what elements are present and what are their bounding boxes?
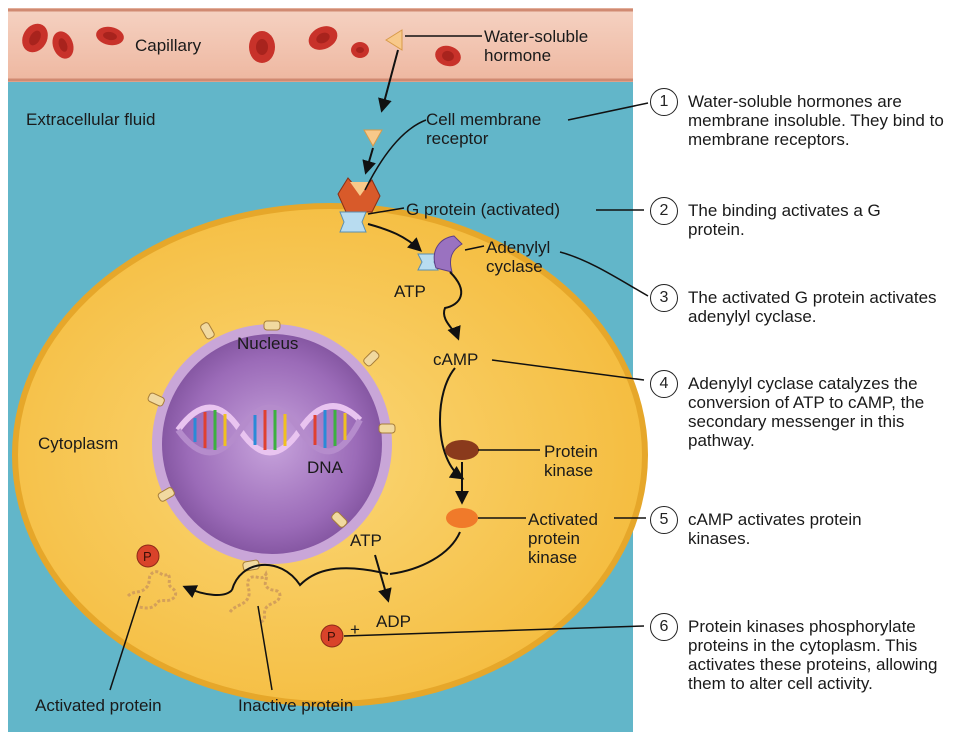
step-text: Water-soluble hormones are membrane inso… <box>688 92 960 149</box>
label-hormone: Water-soluble hormone <box>484 27 588 65</box>
label-adp: ADP <box>376 612 411 631</box>
label-protein-kinase: Protein kinase <box>544 442 598 480</box>
label-nucleus: Nucleus <box>237 334 298 353</box>
activated-protein-kinase <box>446 508 478 528</box>
step-text: Adenylyl cyclase catalyzes the conversio… <box>688 374 950 450</box>
label-extracellular-fluid: Extracellular fluid <box>26 110 155 129</box>
step-number: 5 <box>650 506 678 534</box>
label-phosphate-1: P <box>143 547 152 566</box>
label-activated-protein: Activated protein <box>35 696 162 715</box>
step-number: 4 <box>650 370 678 398</box>
label-atp-bottom: ATP <box>350 531 382 550</box>
step-number: 6 <box>650 613 678 641</box>
label-activated-protein-kinase: Activated protein kinase <box>528 510 598 567</box>
label-plus: + <box>350 620 360 639</box>
step-text: The binding activates a G protein. <box>688 201 888 239</box>
label-camp: cAMP <box>433 350 478 369</box>
step-text: The activated G protein activates adenyl… <box>688 288 938 326</box>
label-receptor: Cell membrane receptor <box>426 110 541 148</box>
step-number: 3 <box>650 284 678 312</box>
step-number: 2 <box>650 197 678 225</box>
membrane-receptor <box>338 178 380 212</box>
step-text: cAMP activates protein kinases. <box>688 510 918 548</box>
protein-kinase <box>445 440 479 460</box>
step-number: 1 <box>650 88 678 116</box>
label-cytoplasm: Cytoplasm <box>38 434 118 453</box>
label-g-protein: G protein (activated) <box>406 200 560 219</box>
label-phosphate-2: P <box>327 627 336 646</box>
label-atp-top: ATP <box>394 282 426 301</box>
label-dna: DNA <box>307 458 343 477</box>
step-text: Protein kinases phosphorylate proteins i… <box>688 617 964 693</box>
label-capillary: Capillary <box>135 36 201 55</box>
label-adenylyl-cyclase: Adenylyl cyclase <box>486 238 550 276</box>
label-inactive-protein: Inactive protein <box>238 696 353 715</box>
g-protein <box>340 212 366 232</box>
